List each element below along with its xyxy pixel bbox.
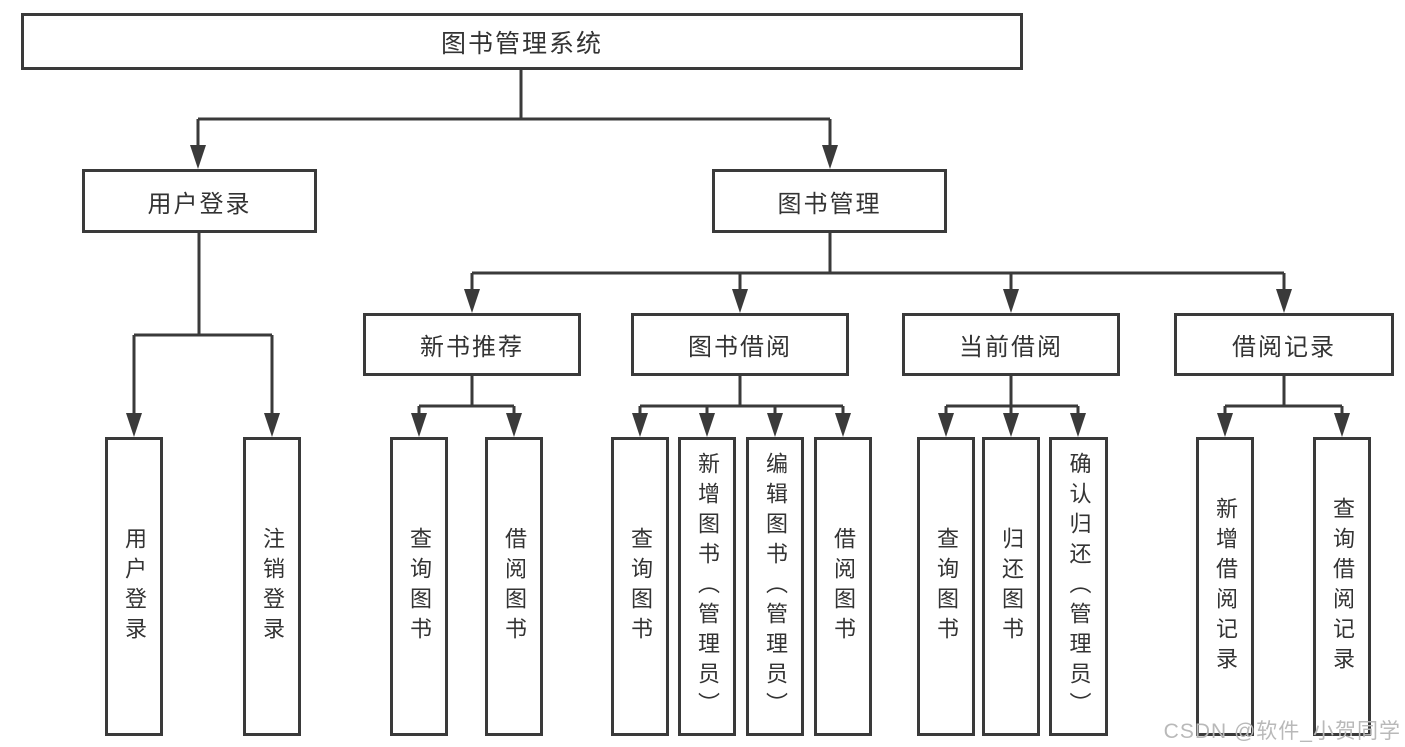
leaf-query-books: 查询图书 (917, 437, 975, 736)
leaf-label: 查询图书 (628, 526, 653, 647)
leaf-query-books: 查询图书 (390, 437, 448, 736)
node-borrow-records: 借阅记录 (1174, 313, 1394, 376)
leaf-borrow-books: 借阅图书 (485, 437, 543, 736)
leaf-edit-books-admin: 编辑图书（管理员） (746, 437, 804, 736)
node-book-borrow: 图书借阅 (631, 313, 849, 376)
leaf-query-books: 查询图书 (611, 437, 669, 736)
node-label: 用户登录 (147, 190, 252, 218)
node-library-management-system: 图书管理系统 (21, 13, 1023, 70)
node-book-management: 图书管理 (712, 169, 947, 233)
leaf-label: 查询图书 (934, 526, 959, 647)
node-label: 当前借阅 (959, 334, 1063, 361)
leaf-label: 借阅图书 (502, 526, 527, 647)
leaf-label: 查询借阅记录 (1330, 496, 1355, 677)
leaf-return-books: 归还图书 (982, 437, 1040, 736)
node-label: 借阅记录 (1232, 334, 1336, 361)
leaf-label: 编辑图书（管理员） (763, 451, 788, 722)
leaf-borrow-books: 借阅图书 (814, 437, 872, 736)
node-new-book-recommend: 新书推荐 (363, 313, 581, 376)
leaf-add-books-admin: 新增图书（管理员） (678, 437, 736, 736)
leaf-confirm-return-admin: 确认归还（管理员） (1049, 437, 1108, 736)
leaf-label: 新增借阅记录 (1213, 496, 1238, 677)
node-label: 图书管理系统 (440, 29, 603, 58)
leaf-label: 借阅图书 (831, 526, 856, 647)
node-current-borrow: 当前借阅 (902, 313, 1120, 376)
leaf-user-login: 用户登录 (105, 437, 163, 736)
leaf-label: 确认归还（管理员） (1066, 451, 1092, 722)
csdn-watermark: CSDN @软件_小贺同学 (1163, 720, 1401, 743)
node-label: 图书借阅 (688, 334, 792, 361)
leaf-label: 归还图书 (999, 526, 1024, 647)
leaf-logout: 注销登录 (243, 437, 301, 736)
leaf-label: 注销登录 (260, 526, 285, 647)
node-user-login: 用户登录 (82, 169, 317, 233)
leaf-label: 查询图书 (407, 526, 432, 647)
leaf-query-borrow-record: 查询借阅记录 (1313, 437, 1371, 736)
leaf-add-borrow-record: 新增借阅记录 (1196, 437, 1254, 736)
leaf-label: 新增图书（管理员） (695, 451, 720, 722)
node-label: 新书推荐 (420, 334, 524, 361)
leaf-label: 用户登录 (122, 526, 147, 647)
node-label: 图书管理 (777, 190, 882, 218)
